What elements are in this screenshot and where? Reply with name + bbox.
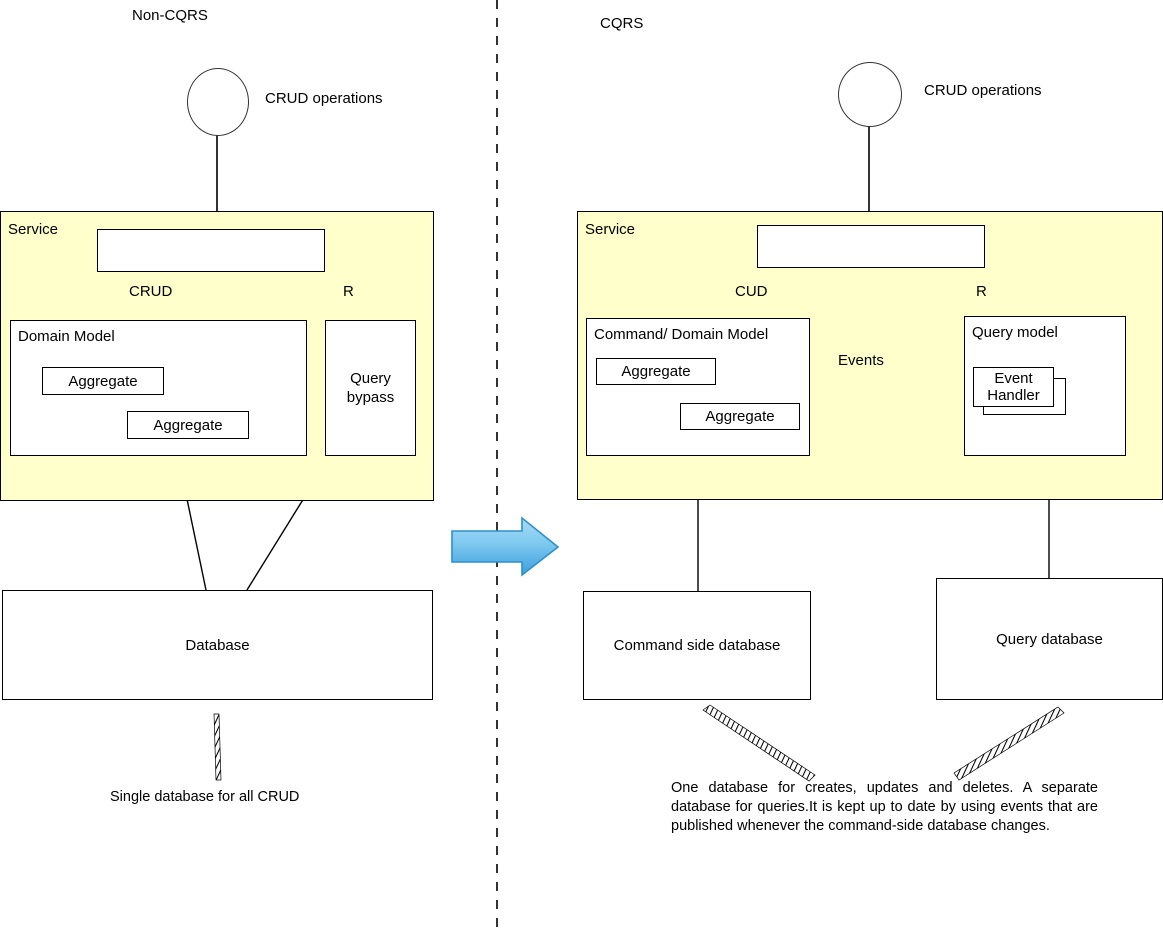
event-handler-line-1: Event bbox=[994, 370, 1033, 387]
event-handler-line-2: Handler bbox=[987, 387, 1040, 404]
left-aggregate-box-1: Aggregate bbox=[42, 367, 164, 395]
events-label: Events bbox=[838, 352, 884, 369]
left-query-bypass-line-2: bypass bbox=[346, 389, 395, 406]
left-caption-pointer bbox=[213, 713, 222, 781]
blue-right-arrow bbox=[451, 516, 560, 577]
right-caption: One database for creates, updates and de… bbox=[671, 780, 1098, 834]
right-diagram-title: CQRS bbox=[600, 15, 644, 32]
command-side-database-label: Command side database bbox=[613, 637, 781, 654]
query-database-box: Query database bbox=[936, 578, 1163, 700]
right-query-model-label: Query model bbox=[972, 324, 1058, 341]
event-handler-box: Event Handler bbox=[973, 367, 1054, 407]
right-aggregate-label-1: Aggregate bbox=[621, 363, 691, 380]
right-aggregate-label-2: Aggregate bbox=[705, 408, 775, 425]
right-aggregate-box-2: Aggregate bbox=[680, 403, 800, 430]
left-aggregate-label-1: Aggregate bbox=[68, 372, 138, 390]
right-caption-pointer-right bbox=[953, 706, 1065, 781]
left-caption: Single database for all CRUD bbox=[110, 789, 300, 805]
right-service-label: Service bbox=[585, 221, 636, 238]
left-database-label: Database bbox=[185, 636, 250, 654]
right-aggregate-box-1: Aggregate bbox=[596, 358, 716, 385]
left-aggregate-label-2: Aggregate bbox=[153, 416, 223, 434]
left-domain-model-label: Domain Model bbox=[18, 328, 115, 345]
right-read-edge-label: R bbox=[976, 283, 987, 300]
left-query-bypass-box: Query bypass bbox=[325, 320, 416, 456]
right-actor-label: CRUD operations bbox=[924, 82, 1042, 99]
left-api-box bbox=[97, 229, 325, 272]
right-write-edge-label: CUD bbox=[735, 283, 768, 300]
left-actor-circle bbox=[187, 68, 249, 136]
left-query-bypass-line-1: Query bbox=[350, 370, 391, 387]
right-api-box bbox=[757, 225, 985, 268]
left-database-box: Database bbox=[2, 590, 433, 700]
right-command-model-label: Command/ Domain Model bbox=[594, 326, 769, 343]
right-actor-circle bbox=[838, 62, 902, 127]
left-write-edge-label: CRUD bbox=[129, 283, 173, 300]
right-command-model-box: Command/ Domain Model bbox=[586, 318, 810, 456]
command-side-database-box: Command side database bbox=[583, 591, 811, 700]
left-read-edge-label: R bbox=[343, 283, 354, 300]
left-diagram-title: Non-CQRS bbox=[132, 7, 208, 24]
left-aggregate-box-2: Aggregate bbox=[127, 411, 249, 439]
query-database-label: Query database bbox=[996, 630, 1103, 648]
right-caption-pointer-left bbox=[702, 704, 816, 782]
left-actor-label: CRUD operations bbox=[265, 90, 383, 107]
left-service-label: Service bbox=[8, 221, 59, 238]
